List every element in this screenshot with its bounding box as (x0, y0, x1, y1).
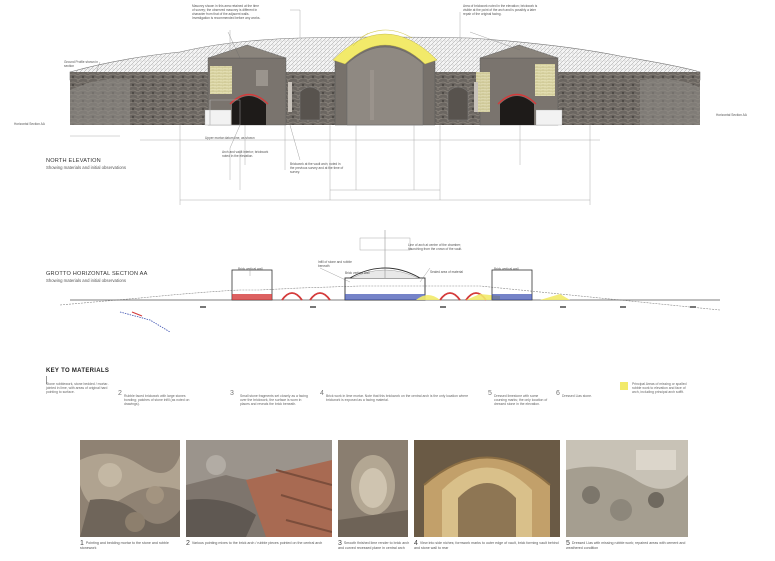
left-arch-opening (232, 96, 266, 125)
note-top-right: Area of brickwork noted in the elevation… (463, 4, 538, 16)
key-item-text: Stone rubblework, stone bedded / mortar-… (46, 382, 109, 395)
key-item-text: Dressed Lias stone. (562, 394, 592, 398)
section-note-center: Line of arch at centre of the chamber; h… (408, 243, 463, 251)
key-item-number: 3 (230, 390, 234, 397)
key-item-7: Principal Areas of missing or spalled ru… (620, 382, 692, 395)
section-note-right: Sealed area of material (430, 270, 463, 274)
key-item-5: 5 Dressed limestone with some coursing m… (488, 382, 548, 407)
section-subtitle: Showing materials and initial observatio… (46, 278, 127, 283)
note-datum: Upper mortar datum line, as shown (205, 136, 255, 140)
photo-2-brick-arch (186, 440, 332, 537)
photo-number: 1 (80, 540, 84, 547)
note-ground-profile: Ground Profile shown in section (64, 60, 99, 68)
central-arch-brick-highlight (332, 33, 438, 65)
section-title: GROTTO HORIZONTAL SECTION AA (46, 271, 148, 277)
key-item-number: 2 (118, 390, 122, 397)
note-mid-left: Arch and vault interior; brickwork noted… (222, 150, 269, 158)
north-elevation-title: NORTH ELEVATION (46, 158, 101, 164)
photo-number: 3 (338, 540, 342, 547)
photo-caption-text: Pointing and bedding mortar to the stone… (80, 541, 169, 551)
north-elevation-subtitle: Showing materials and initial observatio… (46, 165, 127, 170)
key-item-text: Principal Areas of missing or spalled ru… (632, 382, 687, 395)
section-aa-drawing (59, 230, 721, 333)
dimension-lines (70, 9, 600, 205)
key-item-4: 4 Brick work in lime mortar. Note that t… (320, 382, 480, 402)
key-item-number: 4 (320, 390, 324, 397)
photo-caption-text: Various pointing mixes to the brick arch… (191, 541, 323, 545)
key-item-number: 6 (556, 390, 560, 397)
key-item-text: Brick work in lime mortar. Note that thi… (326, 394, 469, 403)
key-item-3: 3 Small stone fragments set closely as a… (230, 382, 310, 407)
photo-caption-text: View into side niches; formwork marks to… (414, 541, 559, 551)
photo-3-lime-render (338, 440, 408, 537)
key-title: KEY TO MATERIALS (46, 368, 110, 374)
key-item-6: 6 Dressed Lias stone. (556, 382, 616, 398)
key-item-text: Rubble faced brickwork with large stones… (124, 394, 190, 407)
key-item-number: 5 (488, 390, 492, 397)
highlight-swatch (620, 382, 628, 390)
photo-1-stone-rubble (80, 440, 180, 537)
north-elevation-drawing (69, 9, 701, 205)
section-label-a: Brick vertical wall (238, 267, 263, 271)
photo-4-side-niche (414, 440, 560, 537)
note-top-left: Masonry shown in this area retained at t… (192, 4, 261, 20)
section-note-left: Infill of stone and rubble beneath (318, 260, 352, 268)
section-label-c: Brick vertical wall (494, 267, 519, 271)
photo-number: 2 (186, 540, 190, 547)
key-item-text: Small stone fragments set closely as a f… (240, 394, 308, 407)
key-item-1: Stone rubblework, stone bedded / mortar-… (46, 382, 116, 395)
key-rule (46, 376, 55, 384)
note-mid-right: Brickwork at the vault arch; noted in th… (290, 162, 344, 174)
elevation-left-label: Horizontal Section AA (14, 122, 45, 126)
section-label-b: Brick vertical wall (345, 271, 370, 275)
key-item-2: 2 Rubble faced brickwork with large ston… (118, 382, 198, 407)
photo-5-dressed-lias (566, 440, 688, 537)
photo-number: 5 (566, 540, 570, 547)
photo-caption-text: Smooth finished lime render to brick arc… (338, 541, 410, 551)
right-arch-opening (500, 96, 534, 125)
key-item-text: Dressed limestone with some coursing mar… (494, 394, 548, 407)
photo-number: 4 (414, 540, 418, 547)
elevation-right-label: Horizontal Section AA (716, 113, 747, 117)
photo-caption-text: Dressed Lias with missing rubble work; r… (566, 541, 686, 551)
